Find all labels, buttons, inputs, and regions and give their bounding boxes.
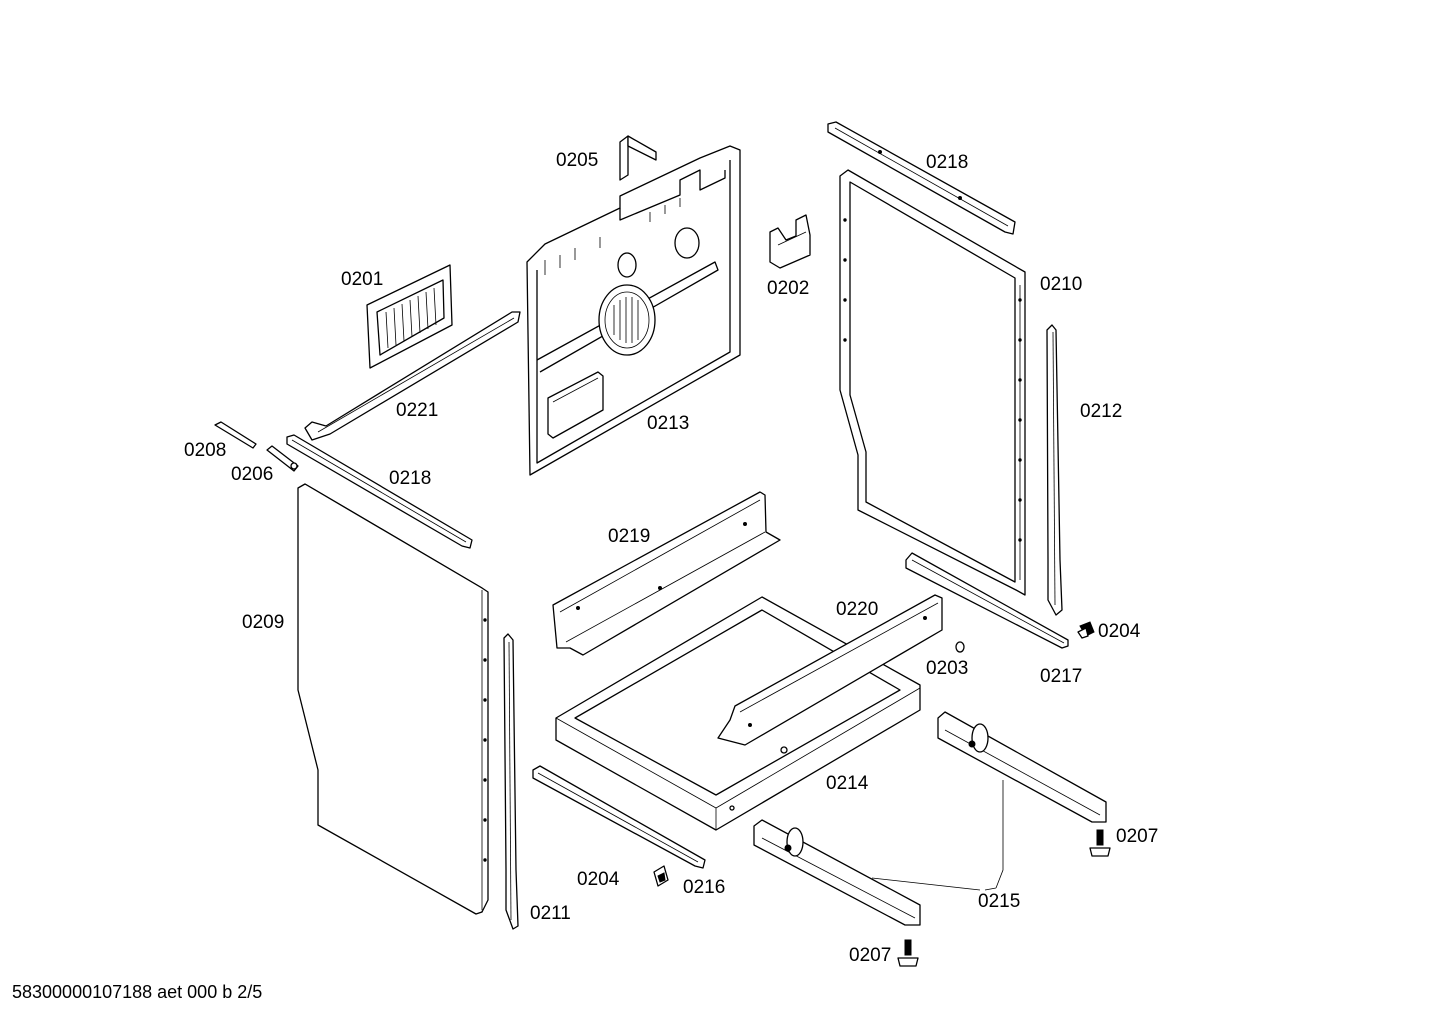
label-0218-top: 0218 <box>926 152 968 173</box>
label-0212: 0212 <box>1080 401 1122 422</box>
part-0218-top-rail <box>827 121 1016 235</box>
label-0216: 0216 <box>683 877 725 898</box>
part-0204-clip-bottom <box>653 865 669 887</box>
part-0216-rail <box>532 765 706 869</box>
part-0206-hinge <box>266 445 299 472</box>
label-0220: 0220 <box>836 599 878 620</box>
part-0218-left-rail <box>286 434 473 549</box>
part-0221-rail <box>304 311 521 441</box>
label-0206: 0206 <box>231 464 273 485</box>
part-0205-bracket <box>619 135 657 181</box>
label-0204-bottom: 0204 <box>577 869 620 890</box>
part-0202-clip <box>769 214 811 269</box>
part-0211-side-strip <box>503 633 519 930</box>
label-0214: 0214 <box>826 773 869 794</box>
part-0207-foot-bottom <box>897 939 919 967</box>
part-0213-back-panel <box>526 145 741 476</box>
label-0219: 0219 <box>608 526 650 547</box>
part-0219-cross-bar <box>552 491 781 656</box>
label-0207-right: 0207 <box>1116 826 1158 847</box>
part-0204-clip-right <box>1077 621 1095 639</box>
label-0201: 0201 <box>341 269 383 290</box>
part-0220-cross-bar <box>717 594 943 746</box>
part-0217-rail <box>905 552 1069 649</box>
label-0204-right: 0204 <box>1098 621 1141 642</box>
label-0217: 0217 <box>1040 666 1082 687</box>
part-0215-foot-rail-left <box>753 819 921 926</box>
label-0210: 0210 <box>1040 274 1082 295</box>
part-0201-grille <box>366 264 453 369</box>
label-0203: 0203 <box>926 658 968 679</box>
part-0208-pin <box>214 421 257 449</box>
document-id-footer: 58300000107188 aet 000 b 2/5 <box>12 982 262 1002</box>
label-0221: 0221 <box>396 400 438 421</box>
part-0212-side-strip <box>1046 324 1063 616</box>
label-0205: 0205 <box>556 150 598 171</box>
label-0218-left: 0218 <box>389 468 431 489</box>
part-0215-foot-rail-right <box>937 711 1107 823</box>
label-0202: 0202 <box>767 278 809 299</box>
part-0207-foot-right <box>1089 829 1111 857</box>
part-0203-grommet <box>955 641 965 653</box>
part-0209-side-panel-left <box>297 483 489 915</box>
label-0208: 0208 <box>184 440 226 461</box>
label-0207-bottom: 0207 <box>849 945 891 966</box>
leader-lines-0215 <box>871 780 1004 891</box>
label-0215: 0215 <box>978 891 1020 912</box>
label-0209: 0209 <box>242 612 284 633</box>
label-0211: 0211 <box>530 903 571 924</box>
label-0213: 0213 <box>647 413 689 434</box>
part-0210-side-frame-right <box>839 169 1026 596</box>
